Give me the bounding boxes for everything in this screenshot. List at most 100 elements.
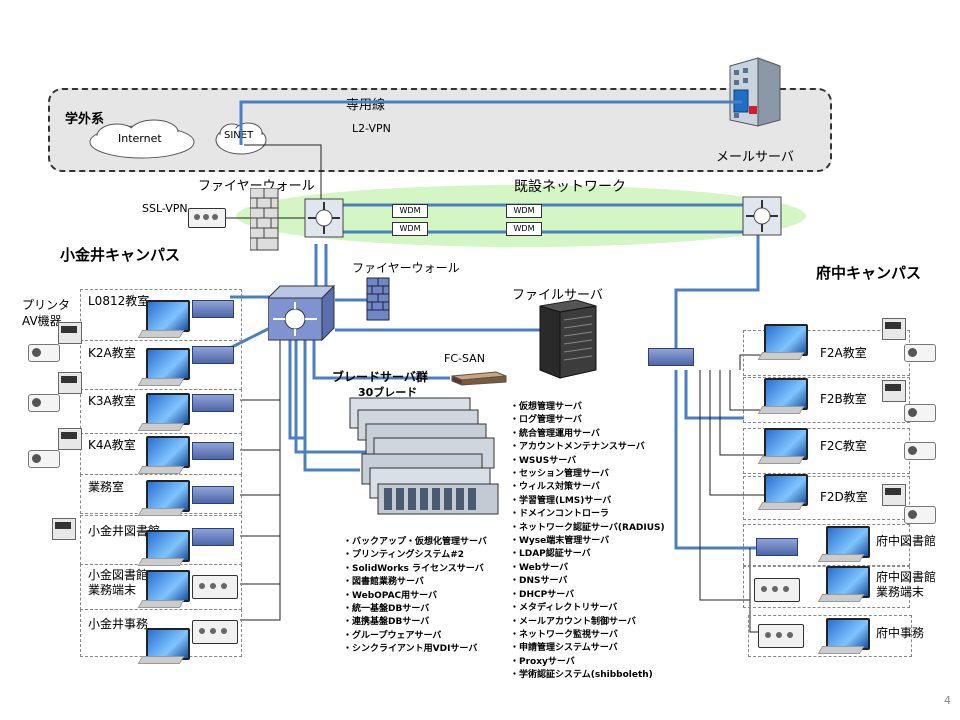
service-item: ・LDAP認証サーバ xyxy=(510,549,591,560)
fuchu-distribution-switch xyxy=(648,348,694,366)
keyboard xyxy=(137,466,185,474)
service-item: ・ドメインコントローラ xyxy=(510,509,610,520)
printer-icon xyxy=(882,380,906,402)
printer-icon xyxy=(882,484,906,506)
ssl-vpn-label: SSL-VPN xyxy=(142,202,188,215)
room-label: 小金図書館 業務端末 xyxy=(88,568,149,597)
fuchu-campus-title: 府中キャンパス xyxy=(816,264,922,282)
sinet-label: SINET xyxy=(224,130,254,141)
service-item: ・WSUSサーバ xyxy=(510,455,577,466)
printer-icon xyxy=(58,428,82,450)
service-item: ・バックアップ・仮想化管理サーバ xyxy=(343,537,487,547)
room-label: 府中図書館 業務端末 xyxy=(876,570,937,599)
access-switch xyxy=(192,300,234,318)
room-label: L0812教室 xyxy=(88,294,150,308)
printer-icon xyxy=(58,322,82,344)
service-item: ・WebOPAC用サーバ xyxy=(343,590,438,601)
service-item: ・セッション管理サーバ xyxy=(510,469,609,480)
pc-monitor xyxy=(826,618,870,650)
hub-device xyxy=(754,578,800,602)
blade-group-title: ブレードサーバ群 xyxy=(332,370,428,384)
firewall-mid-icon xyxy=(366,277,390,321)
access-switch xyxy=(192,486,234,504)
fc-san-device-icon xyxy=(451,371,507,386)
keyboard xyxy=(137,330,185,338)
room-label: K3A教室 xyxy=(88,394,136,408)
koganei-campus-title: 小金井キャンパス xyxy=(60,246,181,264)
room-fuchu-admin xyxy=(748,615,912,657)
ssl-vpn-device xyxy=(188,208,226,228)
projector-icon xyxy=(28,450,60,468)
room-label: F2D教室 xyxy=(820,490,868,504)
wdm-box: WDM xyxy=(392,222,428,236)
hub-device xyxy=(192,575,238,599)
blade-count-label: 30ブレード xyxy=(358,386,418,399)
room-label: K2A教室 xyxy=(88,346,136,360)
room-label: 業務室 xyxy=(88,480,125,494)
projector-icon xyxy=(904,404,936,422)
service-item: ・Proxyサーバ xyxy=(510,656,575,667)
room-label: K4A教室 xyxy=(88,438,136,452)
internet-label: Internet xyxy=(118,132,162,145)
service-item: ・ネットワーク監視サーバ xyxy=(510,629,618,640)
room-fuchu-library xyxy=(743,524,910,566)
service-item: ・Webサーバ xyxy=(510,562,569,573)
keyboard xyxy=(137,508,185,516)
existing-network-label: 既設ネットワーク xyxy=(514,179,626,195)
hub-device xyxy=(192,620,238,644)
l2vpn-label: L2-VPN xyxy=(352,122,391,135)
room-label: F2A教室 xyxy=(820,346,867,360)
service-item: ・シンクライアント用VDIサーバ xyxy=(343,644,478,655)
service-list-left: ・バックアップ・仮想化管理サーバ ・プリンティングシステム#2 ・SolidWo… xyxy=(343,536,487,657)
access-switch xyxy=(192,346,234,364)
keyboard xyxy=(817,646,865,654)
keyboard xyxy=(757,456,805,464)
service-item: ・学習管理(LMS)サーバ xyxy=(510,495,612,506)
service-item: ・ネットワーク認証サーバ(RADIUS) xyxy=(510,522,665,533)
service-item: ・統合管理運用サーバ xyxy=(510,428,600,439)
central-switch-icon xyxy=(268,284,336,342)
room-label: F2C教室 xyxy=(820,439,867,453)
access-switch xyxy=(192,528,234,546)
internet-cloud-icon xyxy=(89,119,195,159)
pc-monitor xyxy=(826,526,870,558)
room-label: 小金井事務 xyxy=(88,617,149,631)
printer-label: プリンタ xyxy=(22,298,71,312)
service-item: ・プリンティングシステム#2 xyxy=(343,550,464,561)
service-item: ・DNSサーバ xyxy=(510,576,568,587)
blade-servers-icon xyxy=(349,397,499,515)
wdm-box: WDM xyxy=(392,204,428,218)
mail-server-label: メールサーバ xyxy=(716,150,794,165)
pc-monitor xyxy=(146,570,190,602)
keyboard xyxy=(137,600,185,608)
service-item: ・DHCPサーバ xyxy=(510,589,575,600)
keyboard xyxy=(757,502,805,510)
room-fuchu-f2d xyxy=(743,476,910,520)
keyboard xyxy=(817,594,865,602)
access-switch xyxy=(192,442,234,460)
fc-san-label: FC-SAN xyxy=(444,352,485,365)
projector-icon xyxy=(904,506,936,524)
external-zone-label: 学外系 xyxy=(65,112,105,127)
room-label: 小金井図書館 xyxy=(88,524,161,538)
service-item: ・ログ管理サーバ xyxy=(510,415,582,426)
service-list-right: ・仮想管理サーバ ・ログ管理サーバ ・統合管理運用サーバ ・アカウントメンテナン… xyxy=(510,401,665,683)
projector-icon xyxy=(904,344,936,362)
firewall-mid-label: ファイヤーウォール xyxy=(352,261,460,275)
access-switch xyxy=(192,394,234,412)
service-item: ・SolidWorks ライセンスサーバ xyxy=(343,563,484,574)
hub-device xyxy=(758,624,804,648)
page-number: 4 xyxy=(944,694,951,707)
room-fuchu-f2b xyxy=(743,377,910,423)
file-server-label: ファイルサーバ xyxy=(512,288,603,303)
pc-monitor xyxy=(764,428,808,460)
service-item: ・図書館業務サーバ xyxy=(343,577,424,588)
mail-server-building-icon xyxy=(729,57,781,127)
service-item: ・グループウェアサーバ xyxy=(343,630,442,641)
keyboard xyxy=(757,352,805,360)
service-item: ・統一基盤DBサーバ xyxy=(343,604,430,615)
printer-icon xyxy=(58,372,82,394)
room-label: 府中事務 xyxy=(876,626,925,640)
av-label: AV機器 xyxy=(22,314,62,328)
file-server-icon xyxy=(539,299,597,379)
